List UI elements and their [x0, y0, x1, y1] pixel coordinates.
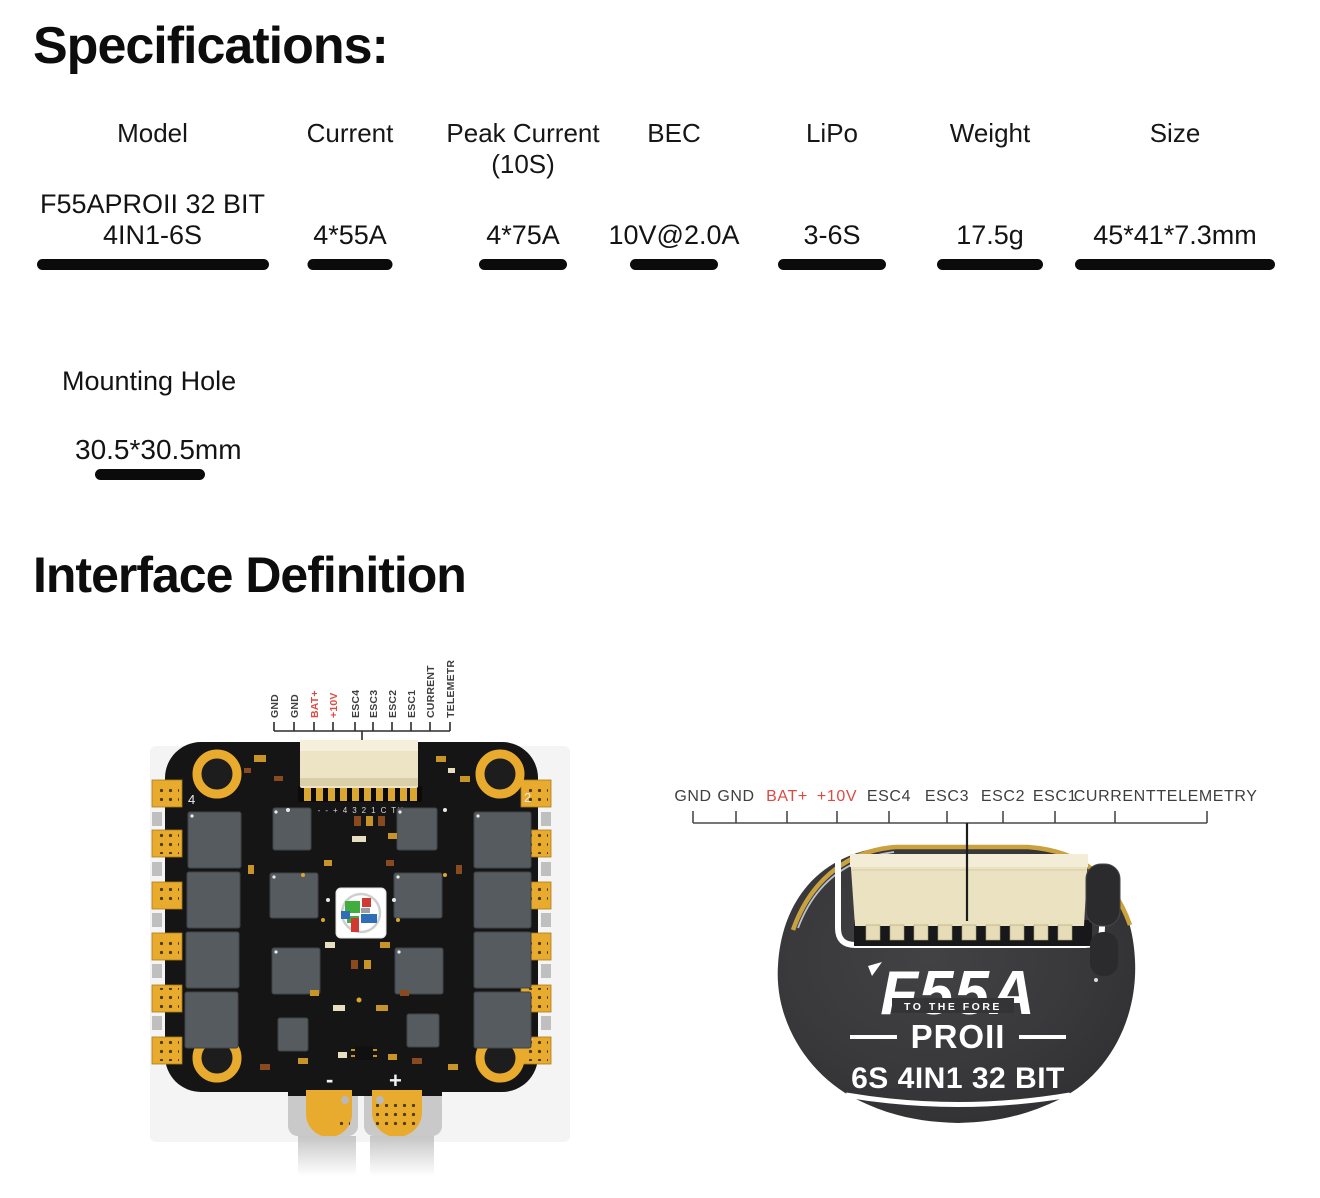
- logo-sub-band: [892, 998, 1014, 1013]
- chip-pin1-dots: [190, 810, 480, 954]
- mosfet-chips: [184, 807, 532, 1052]
- spec-column-current: Current 4*55A: [288, 118, 412, 270]
- pin-label: BAT+: [766, 788, 808, 805]
- underline-bar: [1075, 259, 1275, 270]
- pin-label: GND: [717, 788, 754, 805]
- edge-castellations: [152, 812, 551, 1030]
- underline-bar: [937, 259, 1043, 270]
- pin-label: ESC2: [387, 690, 399, 718]
- corner-number: 4: [188, 792, 195, 807]
- underline-bar: [307, 259, 393, 270]
- logo-tagline: TO THE FORE: [904, 1001, 1002, 1013]
- component-bump: [1085, 863, 1121, 927]
- specifications-heading: Specifications:: [33, 17, 389, 75]
- interface-definition-heading: Interface Definition: [33, 547, 467, 603]
- esc-board-photo: GND GND BAT+ +10V ESC4 ESC3 ESC2 ESC1 CU…: [150, 660, 570, 1176]
- spec-column-lipo: LiPo 3-6S: [762, 118, 902, 270]
- pin-label: ESC1: [406, 690, 418, 718]
- pin-label: +10V: [817, 788, 857, 805]
- pin-labels-vertical: GND GND BAT+ +10V ESC4 ESC3 ESC2 ESC1 CU…: [269, 660, 457, 744]
- logo-f55a: F55A: [880, 959, 1036, 1028]
- smd-components: [244, 755, 470, 1070]
- pin-label: ESC2: [981, 788, 1025, 805]
- pin-label: GND: [674, 788, 711, 805]
- column-header: Current: [306, 118, 394, 148]
- pin-label: TELEMETRY: [1156, 788, 1257, 805]
- pin-label: CURRENT: [1074, 788, 1156, 805]
- column-header: Peak Current(10S): [446, 118, 600, 179]
- spec-column-weight: Weight 17.5g: [918, 118, 1062, 270]
- spec-column-bec: BEC 10V@2.0A: [600, 118, 748, 270]
- pin-label: GND: [269, 694, 281, 718]
- pin-label: ESC1: [1033, 788, 1077, 805]
- bottom-arc: [845, 1092, 1071, 1107]
- pin-label: BAT+: [309, 690, 321, 718]
- pin-label: ESC3: [368, 690, 380, 718]
- zoom-circle: F55A TO THE FORE PROII 6S 4IN1 32 BIT: [777, 844, 1136, 1123]
- spec-column-size: Size 45*41*7.3mm: [1060, 118, 1290, 270]
- column-header: Model: [117, 118, 188, 148]
- pin-bracket: [273, 722, 451, 744]
- pin-label: ESC3: [925, 788, 969, 805]
- logo-accent-mark: [868, 962, 882, 976]
- pin-labels-horizontal: GND GND BAT+ +10V ESC4 ESC3 ESC2 ESC1 CU…: [674, 788, 1257, 824]
- underline-bar: [630, 259, 718, 270]
- connector-zoom-image: GND GND BAT+ +10V ESC4 ESC3 ESC2 ESC1 CU…: [674, 788, 1257, 1123]
- spec-column-peak-current: Peak Current(10S) 4*75A: [432, 118, 614, 270]
- column-header: Weight: [949, 118, 1031, 148]
- mounting-hole-value: 30.5*30.5mm: [75, 434, 242, 465]
- pin-label: +10V: [328, 692, 340, 718]
- silkscreen-pin-text: - - + 4 3 2 1 C TX: [318, 806, 405, 815]
- component-bump: [1090, 932, 1118, 976]
- pad-plus-label: +: [389, 1068, 402, 1093]
- connector-body: [850, 854, 1088, 941]
- center-logo: [335, 887, 387, 939]
- pin-label: GND: [289, 694, 301, 718]
- underline-bar: [479, 259, 567, 270]
- pad-minus-label: -: [326, 1067, 333, 1092]
- column-value: 4*55A: [313, 220, 387, 250]
- pin-label: ESC4: [867, 788, 911, 805]
- column-value: 4*75A: [486, 220, 560, 250]
- pin-label: TELEMETRY: [445, 660, 457, 718]
- underline-bar: [95, 469, 205, 480]
- pin-label: CURRENT: [425, 665, 437, 718]
- pin-label: ESC4: [350, 690, 362, 718]
- mounting-hole-label: Mounting Hole: [62, 366, 237, 396]
- underline-bar: [36, 259, 269, 270]
- column-value: 3-6S: [803, 220, 861, 250]
- column-value: 17.5g: [956, 220, 1024, 250]
- column-value: 10V@2.0A: [608, 220, 740, 250]
- column-header: Size: [1149, 118, 1201, 148]
- underline-bar: [778, 259, 886, 270]
- column-header: BEC: [647, 118, 701, 148]
- signal-connector: [298, 740, 422, 802]
- column-header: LiPo: [805, 118, 859, 148]
- battery-pads: [288, 1078, 442, 1176]
- corner-number: 2: [524, 790, 531, 805]
- model-spec-label: 6S 4IN1 32 BIT: [851, 1062, 1065, 1095]
- column-value: 45*41*7.3mm: [1093, 220, 1257, 250]
- series-label: PROII: [911, 1018, 1006, 1055]
- pin-bracket: [692, 811, 1208, 824]
